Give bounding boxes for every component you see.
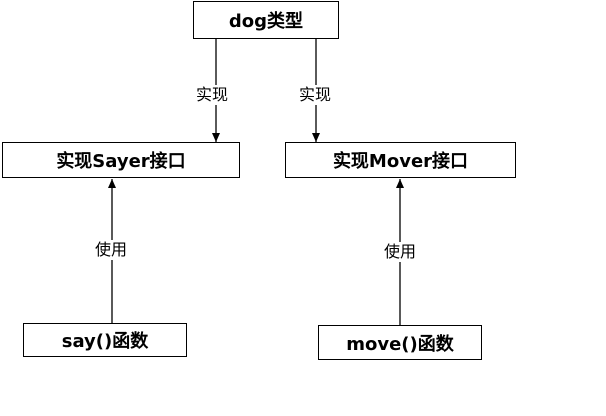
node-dog-type: dog类型 (193, 1, 339, 39)
node-move-function: move()函数 (318, 325, 482, 360)
node-mover-interface: 实现Mover接口 (285, 142, 516, 178)
edge-label-say-uses-sayer: 使用 (94, 240, 129, 260)
edge-label-dog-to-sayer: 实现 (195, 85, 230, 105)
node-say-function: say()函数 (23, 323, 187, 357)
node-sayer-interface: 实现Sayer接口 (2, 142, 240, 178)
edge-label-dog-to-mover: 实现 (298, 85, 333, 105)
edge-label-move-uses-mover: 使用 (383, 242, 418, 262)
